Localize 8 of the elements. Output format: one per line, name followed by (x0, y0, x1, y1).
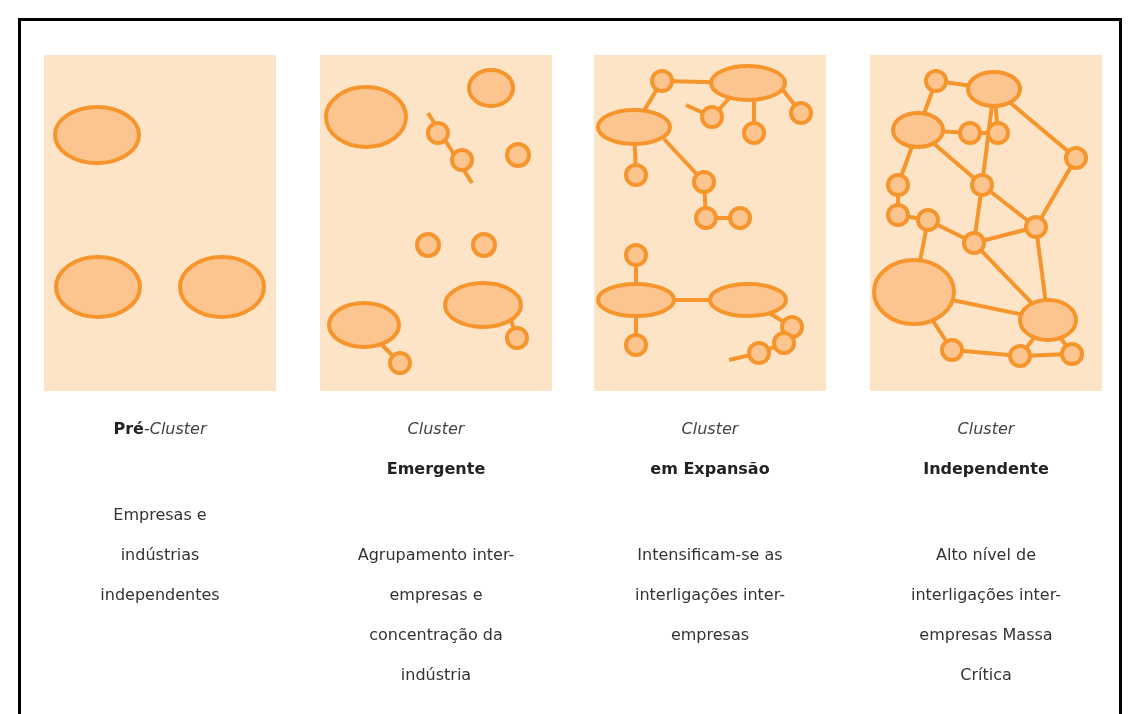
stage-title: Cluster em Expansão (649, 418, 771, 480)
stage-title: Cluster Emergente (385, 418, 487, 480)
stage-description: Intensificam-se as interligações inter-empresas (634, 544, 786, 646)
stage-title: Pré-Cluster (112, 418, 209, 440)
stage-description: Agrupamento inter-empresas e concentração da indústria (356, 544, 516, 686)
stage-title: Cluster Independente (922, 418, 1050, 480)
stage-description: Empresas e indústrias independentes (99, 504, 221, 606)
stage-description: Alto nível de interligações inter-empresas Massa Crítica (910, 544, 1062, 686)
